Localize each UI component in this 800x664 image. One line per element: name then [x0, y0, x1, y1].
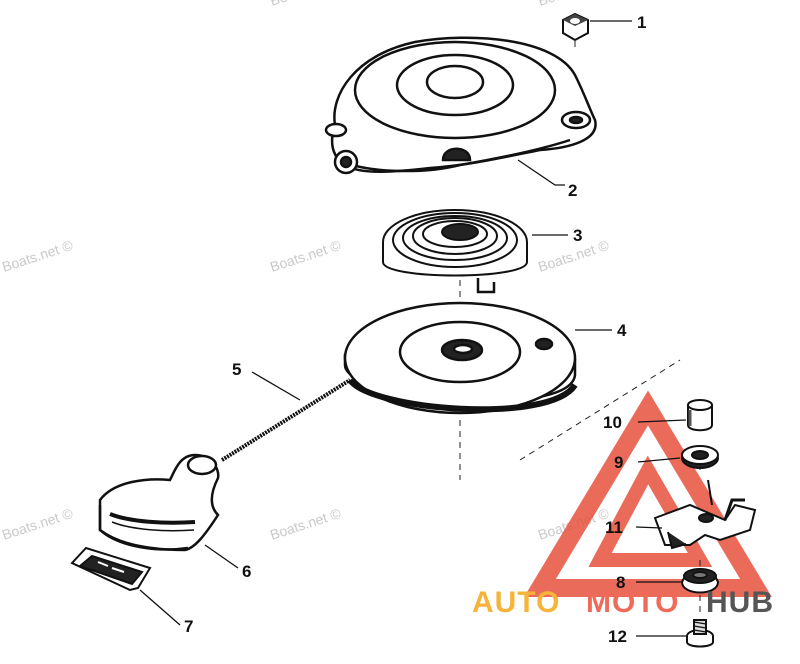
screw-icon [686, 619, 714, 648]
logo-text-moto: MOTO [586, 586, 679, 619]
bushing-icon [680, 568, 720, 594]
callout-4: 4 [617, 321, 627, 340]
washer-icon [681, 445, 719, 469]
callout-11: 11 [605, 518, 623, 537]
spacer-icon [687, 399, 713, 432]
callout-7: 7 [184, 617, 193, 636]
rewind-spring-icon [382, 209, 528, 294]
callout-labels: 1 2 3 4 5 6 7 10 9 11 8 12 [184, 13, 646, 646]
leader-lines [139, 20, 687, 637]
logo-text-hub: HUB [706, 586, 774, 619]
pawl-bracket-icon [653, 479, 757, 550]
watermark: Boats.net © [536, 0, 611, 9]
watermark: Boats.net © [268, 505, 343, 543]
callout-3: 3 [573, 226, 582, 245]
callout-2: 2 [568, 181, 577, 200]
watermark: Boats.net © [268, 0, 343, 9]
starter-handle-icon [98, 453, 220, 552]
logo-triangle-icon [524, 390, 772, 597]
watermark: Boats.net © [0, 505, 75, 543]
logo-text-auto: AUTO [472, 586, 560, 619]
pulley-icon [343, 301, 578, 415]
starter-housing-icon [324, 36, 597, 175]
callout-10: 10 [603, 413, 622, 432]
callout-6: 6 [242, 562, 251, 581]
logo: AUTO MOTO HUB [472, 586, 774, 619]
callout-9: 9 [614, 453, 623, 472]
callout-12: 12 [608, 627, 627, 646]
watermark: Boats.net © [0, 237, 75, 275]
callout-8: 8 [616, 573, 625, 592]
callout-1: 1 [637, 13, 646, 32]
handle-insert-icon [70, 546, 152, 592]
starter-rope-icon [220, 378, 352, 462]
watermark: Boats.net © [268, 237, 343, 275]
nut-icon [562, 12, 589, 42]
callout-5: 5 [232, 360, 241, 379]
